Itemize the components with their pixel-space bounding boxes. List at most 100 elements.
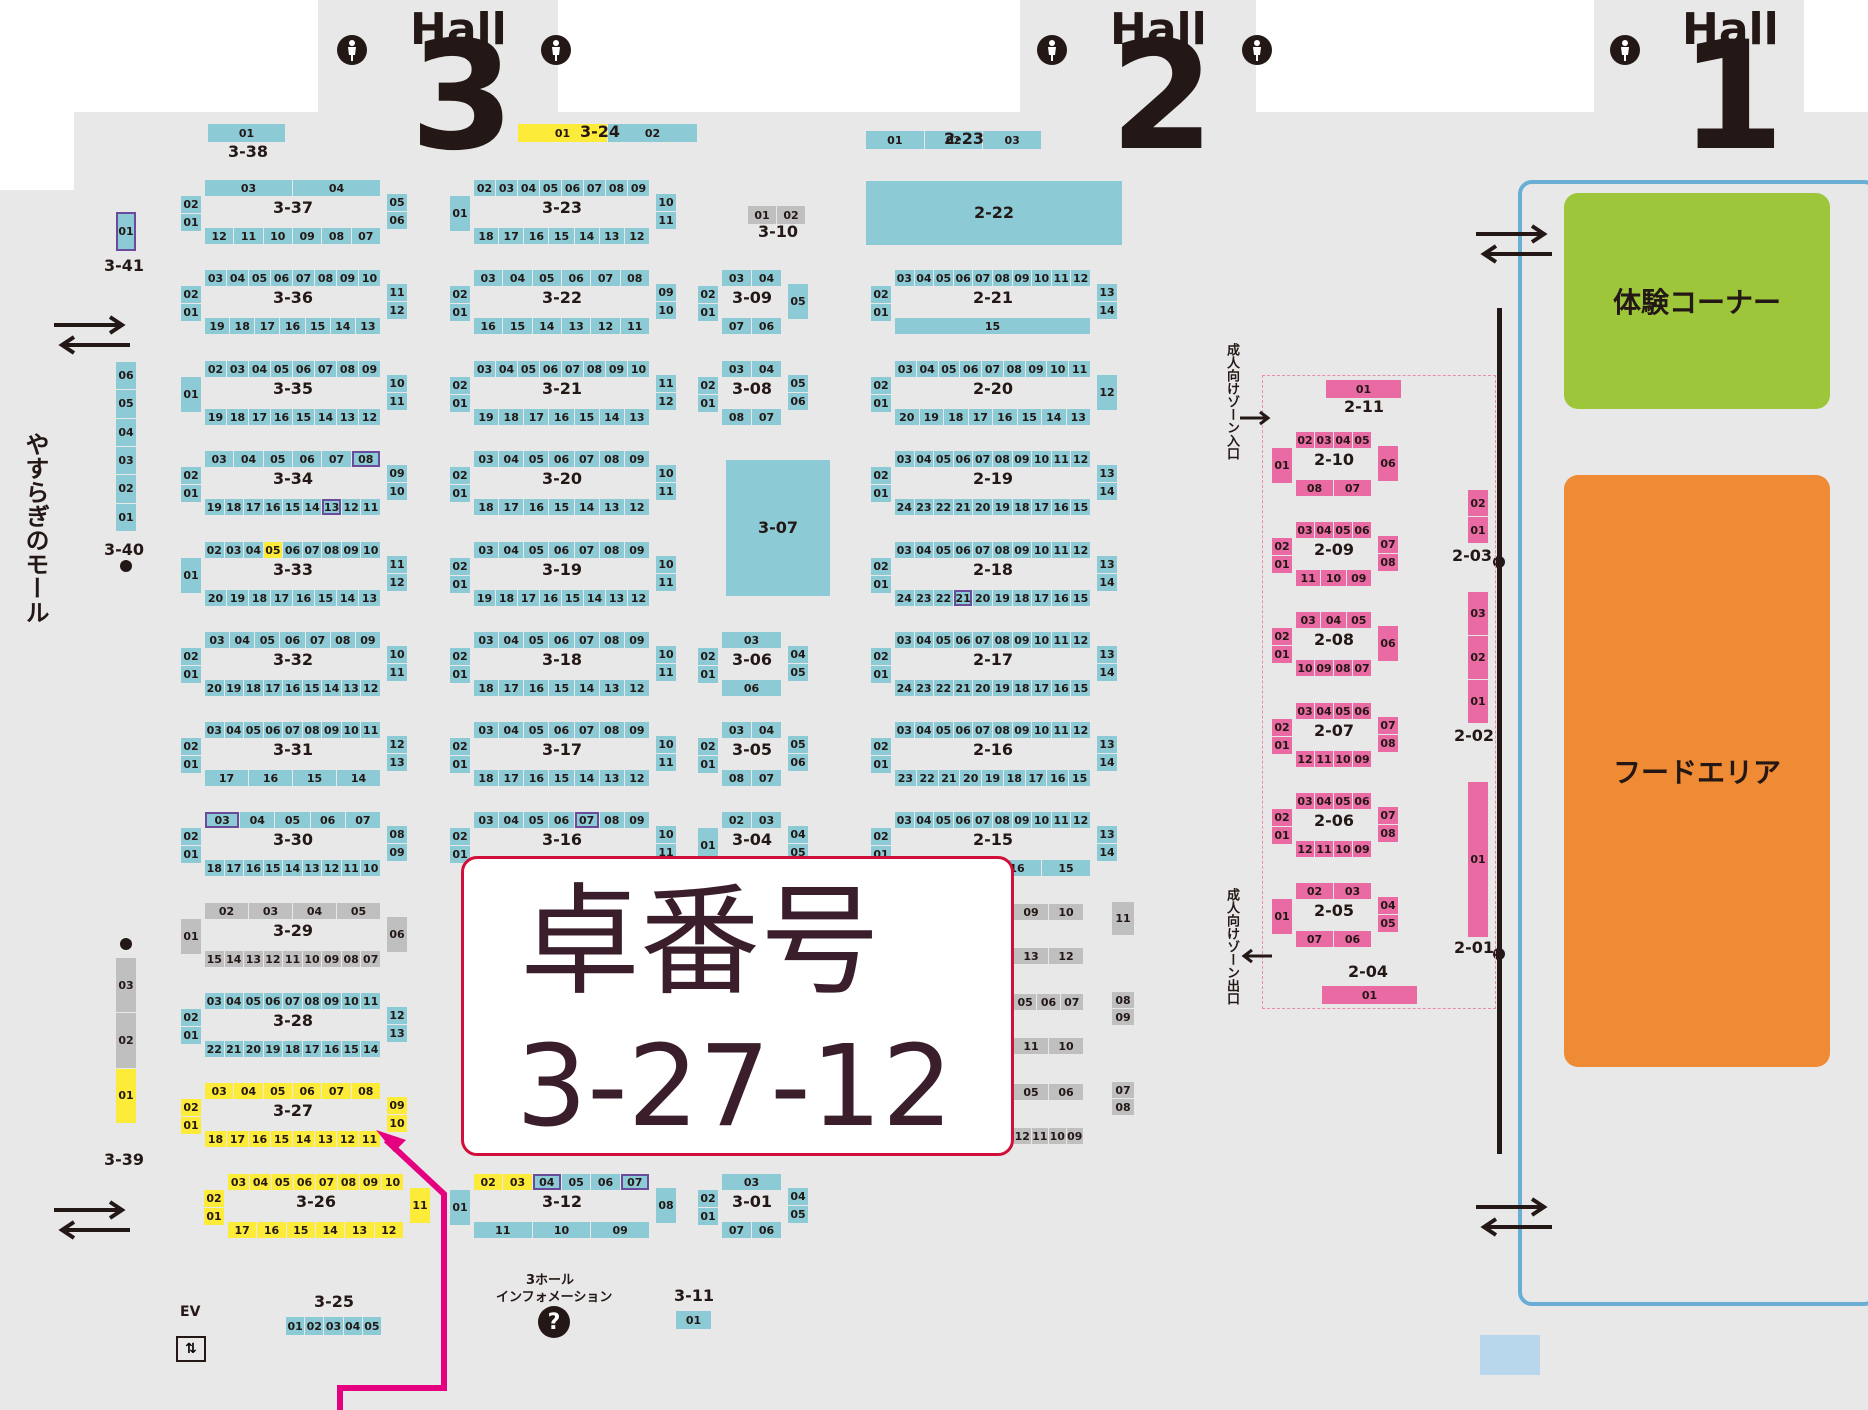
booth-seat-3-16-05[interactable]: 05 — [524, 812, 549, 828]
booth-seat-2-20-04[interactable]: 04 — [916, 361, 938, 377]
booth-seat-3-05-06[interactable]: 06 — [788, 754, 808, 771]
booth-seat-2-18-06[interactable]: 06 — [953, 542, 973, 558]
booth-seat-3-37-01[interactable]: 01 — [181, 214, 201, 231]
booth-seat-3-19-06[interactable]: 06 — [549, 542, 574, 558]
booth-seat-3-22-05[interactable]: 05 — [532, 270, 561, 286]
booth-seat-2-07-10[interactable]: 10 — [1334, 751, 1352, 767]
booth-seat-3-29-14[interactable]: 14 — [224, 951, 244, 967]
booth-seat-2-02-03[interactable]: 03 — [1468, 592, 1488, 635]
booth-seat-2-17-07[interactable]: 07 — [973, 632, 992, 648]
booth-seat-3-16-04[interactable]: 04 — [499, 812, 524, 828]
booth-seat-3-23-08[interactable]: 08 — [606, 180, 627, 196]
booth-seat-3-27-09[interactable]: 09 — [387, 1097, 407, 1114]
experience-zone[interactable]: 体験コーナー — [1564, 193, 1830, 409]
booth-seat-3-29-13[interactable]: 13 — [244, 951, 263, 967]
booth-seat-2-16-19[interactable]: 19 — [982, 770, 1003, 786]
booth-seat-2-20-06[interactable]: 06 — [960, 361, 982, 377]
booth-seat-3-33-10[interactable]: 10 — [361, 542, 380, 558]
booth-seat-2-05-04[interactable]: 04 — [1378, 897, 1398, 914]
booth-seat-2-06-02[interactable]: 02 — [1272, 809, 1292, 826]
booth-seat-3-26-17[interactable]: 17 — [228, 1222, 257, 1238]
booth-seat-3-27-12[interactable]: 12 — [337, 1131, 358, 1147]
booth-seat-3-38-01[interactable]: 01 — [208, 124, 285, 142]
booth-seat-3-12-04[interactable]: 04 — [532, 1174, 561, 1190]
booth-seat-3-20-10[interactable]: 10 — [656, 465, 676, 482]
booth-seat-2-17-15[interactable]: 15 — [1071, 680, 1090, 696]
booth-seat-2-05-03[interactable]: 03 — [1334, 883, 1371, 899]
booth-seat-3-35-04[interactable]: 04 — [249, 361, 270, 377]
booth-seat-2-07-06[interactable]: 06 — [1353, 703, 1371, 719]
booth-seat-2-16-22[interactable]: 22 — [916, 770, 938, 786]
booth-seat-3-26-12[interactable]: 12 — [374, 1222, 403, 1238]
booth-seat-3-36-14[interactable]: 14 — [330, 318, 355, 334]
booth-seat-3-26-01[interactable]: 01 — [204, 1208, 224, 1225]
booth-seat-3-17-06[interactable]: 06 — [549, 722, 574, 738]
booth-seat-3-21-05[interactable]: 05 — [518, 361, 539, 377]
booth-seat-3-17-03[interactable]: 03 — [474, 722, 499, 738]
booth-seat-3-20-05[interactable]: 05 — [524, 451, 549, 467]
booth-seat-3-33-02[interactable]: 02 — [205, 542, 224, 558]
booth-seat-2-16-04[interactable]: 04 — [914, 722, 934, 738]
booth-seat-3-34-19[interactable]: 19 — [205, 499, 224, 515]
booth-seat-2-18-13[interactable]: 13 — [1097, 556, 1117, 573]
booth-seat-2-19-16[interactable]: 16 — [1051, 499, 1071, 515]
booth-seat-3-28-11[interactable]: 11 — [361, 993, 380, 1009]
booth-seat-2-21-10[interactable]: 10 — [1032, 270, 1051, 286]
booth-seat-2-19-19[interactable]: 19 — [993, 499, 1012, 515]
booth-seat-3-32-19[interactable]: 19 — [224, 680, 244, 696]
booth-seat-3-35-07[interactable]: 07 — [315, 361, 336, 377]
booth-seat-3-23-11[interactable]: 11 — [656, 212, 676, 229]
booth-seat-3-20-07[interactable]: 07 — [574, 451, 599, 467]
booth-seat-3-22-13[interactable]: 13 — [562, 318, 591, 334]
booth-seat-2-21-06[interactable]: 06 — [953, 270, 973, 286]
booth-seat-2-18-24[interactable]: 24 — [895, 590, 914, 606]
booth-seat-2-15-13[interactable]: 13 — [1097, 826, 1117, 843]
booth-seat-2-15-02[interactable]: 02 — [871, 828, 891, 845]
booth-seat-2-18-04[interactable]: 04 — [914, 542, 934, 558]
booth-seat-3-11-01[interactable]: 01 — [676, 1311, 711, 1329]
booth-seat-3-35-01[interactable]: 01 — [181, 377, 201, 412]
booth-seat-3-39-02[interactable]: 02 — [116, 1013, 136, 1068]
booth-seat-2-15-08[interactable]: 08 — [993, 812, 1012, 828]
booth-seat-3-05-05[interactable]: 05 — [788, 736, 808, 753]
booth-seat-3-31-05[interactable]: 05 — [244, 722, 263, 738]
booth-seat-3-31-08[interactable]: 08 — [302, 722, 322, 738]
booth-seat-2-06-12[interactable]: 12 — [1296, 841, 1314, 857]
booth-seat-2-20-03[interactable]: 03 — [895, 361, 916, 377]
booth-seat-2-06-05[interactable]: 05 — [1334, 793, 1352, 809]
booth-seat-3-19-05[interactable]: 05 — [524, 542, 549, 558]
booth-seat-2-18-09[interactable]: 09 — [1012, 542, 1032, 558]
booth-seat-2-15-05[interactable]: 05 — [934, 812, 953, 828]
booth-seat-2-19-14[interactable]: 14 — [1097, 483, 1117, 500]
booth-seat-3-33-03[interactable]: 03 — [224, 542, 244, 558]
booth-seat-2-17-22[interactable]: 22 — [934, 680, 953, 696]
booth-seat-3-36-15[interactable]: 15 — [305, 318, 330, 334]
booth-seat-3-20-18[interactable]: 18 — [474, 499, 499, 515]
booth-seat-3-29-04[interactable]: 04 — [293, 903, 336, 919]
booth-seat-3-36-02[interactable]: 02 — [181, 286, 201, 303]
booth-seat-2-10-05[interactable]: 05 — [1353, 432, 1371, 448]
booth-seat-3-34-02[interactable]: 02 — [181, 467, 201, 484]
booth-seat-3-32-18[interactable]: 18 — [244, 680, 263, 696]
booth-seat-2-19-13[interactable]: 13 — [1097, 465, 1117, 482]
booth-seat-3-30-13[interactable]: 13 — [302, 860, 322, 876]
booth-seat-3-05-07[interactable]: 07 — [752, 770, 781, 786]
booth-seat-2-18-05[interactable]: 05 — [934, 542, 953, 558]
booth-seat-2-06-09[interactable]: 09 — [1353, 841, 1371, 857]
booth-seat-3-20-12[interactable]: 12 — [624, 499, 649, 515]
booth-seat-2-08-06[interactable]: 06 — [1378, 626, 1398, 661]
booth-seat-3-26-15[interactable]: 15 — [286, 1222, 315, 1238]
booth-seat-2-10-01[interactable]: 01 — [1272, 448, 1292, 483]
booth-seat-2-09-07[interactable]: 07 — [1378, 536, 1398, 553]
booth-seat-3-29-05[interactable]: 05 — [337, 903, 380, 919]
booth-seat-2-11-01[interactable]: 01 — [1326, 380, 1401, 398]
booth-seat-2-19-10[interactable]: 10 — [1032, 451, 1051, 467]
booth-seat-2-13-09[interactable]: 09 — [1112, 1009, 1134, 1025]
booth-seat-2-09-04[interactable]: 04 — [1315, 522, 1333, 538]
booth-seat-2-17-19[interactable]: 19 — [993, 680, 1012, 696]
booth-seat-2-20-18[interactable]: 18 — [944, 409, 968, 425]
booth-seat-3-34-13[interactable]: 13 — [322, 499, 341, 515]
booth-seat-2-21-07[interactable]: 07 — [973, 270, 992, 286]
booth-seat-3-28-07[interactable]: 07 — [283, 993, 302, 1009]
booth-seat-2-09-05[interactable]: 05 — [1334, 522, 1352, 538]
